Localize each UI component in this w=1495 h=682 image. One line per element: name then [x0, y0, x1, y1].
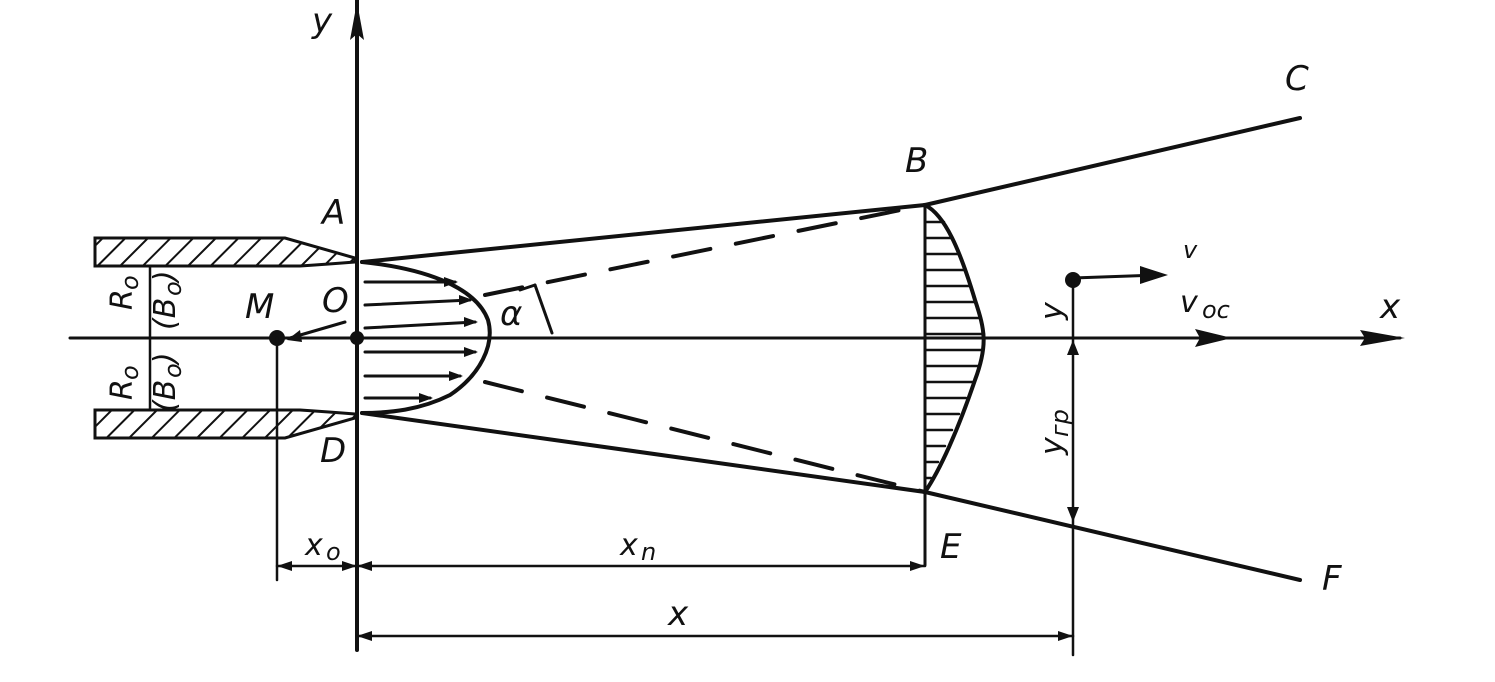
label-b0-bottom: (B	[148, 380, 183, 412]
label-b0-bottom-close: )	[148, 352, 183, 366]
alpha-tick-line-2	[518, 283, 537, 292]
label-xn-sub: n	[641, 538, 656, 566]
label-v: v	[1183, 236, 1198, 264]
m-arrowhead	[287, 330, 302, 342]
core-dashed-upper	[483, 203, 927, 297]
label-r0-bottom-sub: o	[116, 365, 144, 380]
nozzle-upper-wall	[93, 236, 357, 268]
label-point-c: C	[1285, 59, 1309, 99]
label-point-e: E	[940, 527, 962, 567]
initial-profile-arrowheads	[419, 277, 478, 403]
point-y-velocity-arrowhead	[1140, 266, 1168, 284]
dim-xn-left-arrow	[357, 561, 372, 571]
alpha-tick-line	[533, 283, 554, 335]
label-r0-top-sub: o	[116, 275, 144, 290]
dim-x0-left-arrow	[277, 561, 292, 571]
label-v-axis: v	[1180, 285, 1199, 320]
initial-profile-arrows	[363, 280, 477, 400]
label-xn: x	[619, 528, 638, 563]
label-point-a: A	[320, 193, 345, 233]
label-point-m: M	[245, 287, 274, 327]
nozzle-lower-wall	[93, 408, 357, 440]
axial-velocity-arrowhead	[1195, 329, 1232, 347]
label-alpha: α	[500, 294, 522, 334]
label-point-d: D	[320, 431, 346, 471]
dim-x-left-arrow	[357, 631, 372, 641]
x-axis-arrow	[1360, 330, 1405, 346]
dim-x-right-arrow	[1058, 631, 1073, 641]
ygr-arrow-bottom	[1067, 507, 1079, 522]
label-x-axis: x	[1379, 287, 1401, 327]
label-point-o: O	[322, 281, 349, 321]
jet-boundary-upper	[360, 116, 1302, 264]
label-r0-bottom: R	[105, 379, 140, 400]
label-v-axis-sub: ос	[1202, 296, 1230, 324]
label-b0-bottom-sub: o	[159, 363, 187, 378]
label-point-b: B	[905, 141, 928, 181]
label-r0-top: R	[105, 289, 140, 310]
label-b0-top-sub: o	[159, 281, 187, 296]
downstream-profile-hatching	[923, 220, 986, 480]
point-o-dot	[350, 331, 364, 345]
label-y-axis: y	[311, 1, 333, 41]
jet-boundary-lower	[360, 411, 1302, 582]
label-x0: x	[304, 528, 323, 563]
label-b0-top-close: )	[148, 270, 183, 284]
core-dashed-lower	[483, 380, 927, 494]
ygr-arrow-top	[1067, 340, 1079, 355]
downstream-velocity-profile	[923, 203, 986, 494]
label-x0-sub: o	[326, 538, 341, 566]
label-y-gr: y	[1035, 436, 1070, 456]
dim-xn-right-arrow	[910, 561, 925, 571]
label-b0-top: (B	[148, 298, 183, 330]
label-point-f: F	[1322, 559, 1342, 599]
label-y-point: y	[1035, 301, 1070, 321]
dim-x0-right-arrow	[342, 561, 357, 571]
initial-velocity-profile	[360, 260, 492, 415]
label-x-total: x	[667, 594, 689, 634]
label-y-gr-sub: гр	[1046, 409, 1074, 437]
y-axis-arrow	[350, 2, 364, 40]
